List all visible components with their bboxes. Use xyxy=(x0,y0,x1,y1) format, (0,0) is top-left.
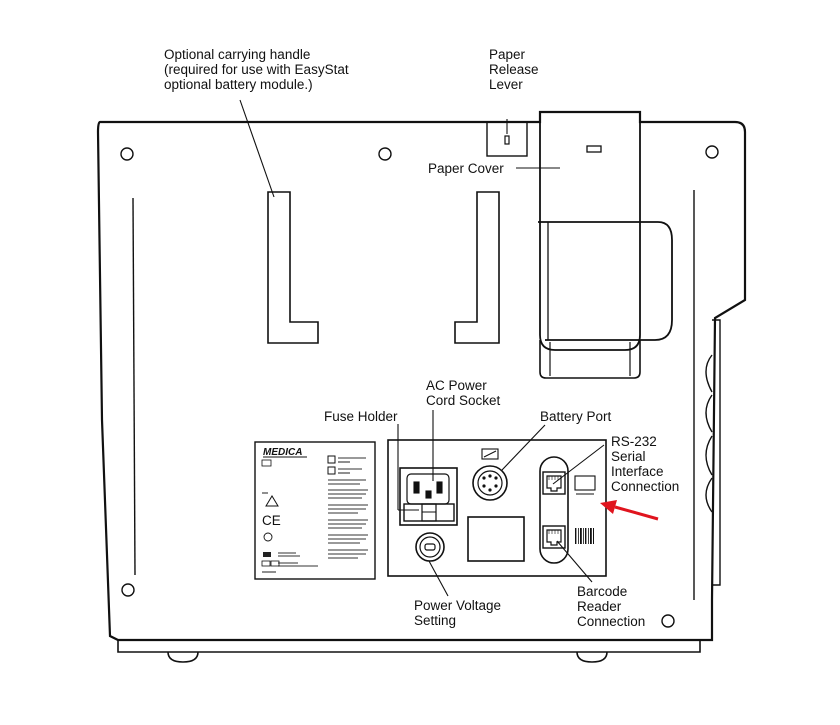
nameplate: MEDICA CE xyxy=(254,441,376,580)
label-barcode: Barcode Reader Connection xyxy=(577,584,645,629)
lot-box-icon xyxy=(270,560,280,567)
svg-text:(required for use with EasySta: (required for use with EasyStat xyxy=(164,62,349,77)
svg-text:Release: Release xyxy=(489,62,539,77)
label-rs232: RS-232 Serial Interface Connection xyxy=(611,434,679,494)
svg-text:Connection: Connection xyxy=(577,614,645,629)
label-battery-port: Battery Port xyxy=(540,409,612,424)
blank-port-cover xyxy=(467,516,525,562)
svg-text:Barcode: Barcode xyxy=(577,584,627,599)
ac-power-socket xyxy=(399,467,458,526)
svg-text:optional battery module.): optional battery module.) xyxy=(164,77,313,92)
svg-text:Interface: Interface xyxy=(611,464,664,479)
red-arrow-icon xyxy=(600,500,659,521)
svg-text:AC Power: AC Power xyxy=(426,378,487,393)
svg-text:Paper: Paper xyxy=(489,47,526,62)
svg-text:Setting: Setting xyxy=(414,613,456,628)
svg-text:Optional carrying handle: Optional carrying handle xyxy=(164,47,310,62)
svg-text:Serial: Serial xyxy=(611,449,646,464)
barcode-icon xyxy=(575,528,594,544)
screw-hole xyxy=(120,147,134,161)
housing xyxy=(96,110,747,663)
handle-slot-left xyxy=(267,191,319,344)
certification-mark-icon xyxy=(263,532,273,542)
fuse-holder xyxy=(403,503,455,522)
svg-text:Lever: Lever xyxy=(489,77,523,92)
svg-text:Cord Socket: Cord Socket xyxy=(426,393,501,408)
label-carrying-handle: Optional carrying handle (required for u… xyxy=(164,47,349,92)
label-power-voltage: Power Voltage Setting xyxy=(414,598,501,628)
ce-mark-icon: CE xyxy=(262,513,281,528)
left-rail xyxy=(132,197,136,576)
label-fuse-holder: Fuse Holder xyxy=(324,409,398,424)
foot-right xyxy=(576,651,608,663)
svg-text:RS-232: RS-232 xyxy=(611,434,657,449)
svg-text:Power Voltage: Power Voltage xyxy=(414,598,501,613)
computer-icon xyxy=(574,475,596,495)
rs232-connector xyxy=(539,456,569,564)
paper-cover xyxy=(538,112,673,379)
label-paper-release-lever: Paper Release Lever xyxy=(489,47,539,92)
power-voltage-selector xyxy=(415,532,445,562)
label-paper-cover: Paper Cover xyxy=(428,161,504,176)
handle-slot-right xyxy=(454,191,500,344)
battery-port xyxy=(472,448,508,501)
foot-left xyxy=(167,651,199,663)
connector-panel xyxy=(387,439,607,577)
screw-hole xyxy=(661,614,675,628)
side-grip xyxy=(705,319,721,586)
svg-text:Reader: Reader xyxy=(577,599,622,614)
screw-hole xyxy=(121,583,135,597)
label-ac-power: AC Power Cord Socket xyxy=(426,378,501,408)
ref-box-icon xyxy=(261,560,271,567)
warning-symbol-icon xyxy=(265,495,279,507)
screw-hole xyxy=(378,147,392,161)
svg-text:Connection: Connection xyxy=(611,479,679,494)
nameplate-brand: MEDICA xyxy=(263,447,302,458)
screw-hole xyxy=(705,145,719,159)
barcode-connector xyxy=(542,525,566,549)
leader-lines xyxy=(239,99,605,597)
battery-icon xyxy=(481,448,499,460)
manufacturer-icon xyxy=(263,552,271,557)
